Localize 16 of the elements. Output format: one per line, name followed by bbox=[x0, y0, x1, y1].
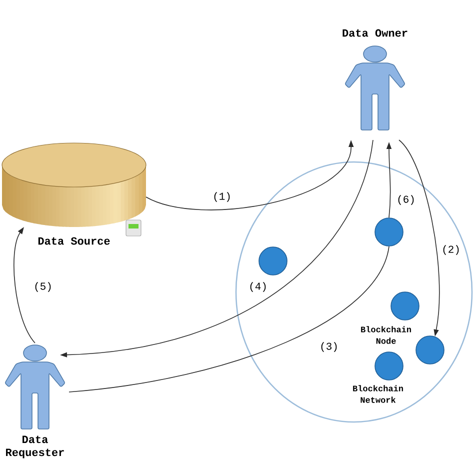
node-label: Data Source bbox=[38, 237, 110, 245]
edge-label: (1) bbox=[211, 190, 233, 204]
connector-line bbox=[68, 246, 390, 392]
edge-label: (5) bbox=[32, 280, 54, 294]
node-circle bbox=[374, 352, 404, 380]
node-circle bbox=[374, 218, 404, 246]
node-circle bbox=[258, 246, 288, 276]
node-circle bbox=[416, 336, 444, 364]
edge-label: (2) bbox=[440, 244, 462, 256]
node-label: Data Requester bbox=[6, 436, 64, 458]
node-caption: Blockchain Node bbox=[361, 326, 411, 344]
edge-label: (4) bbox=[247, 280, 269, 294]
edge-label: (3) bbox=[318, 340, 340, 354]
node-label: Blockchain Network bbox=[353, 385, 403, 403]
node-label: Data Owner bbox=[342, 29, 408, 37]
edge-label: (6) bbox=[395, 194, 417, 206]
